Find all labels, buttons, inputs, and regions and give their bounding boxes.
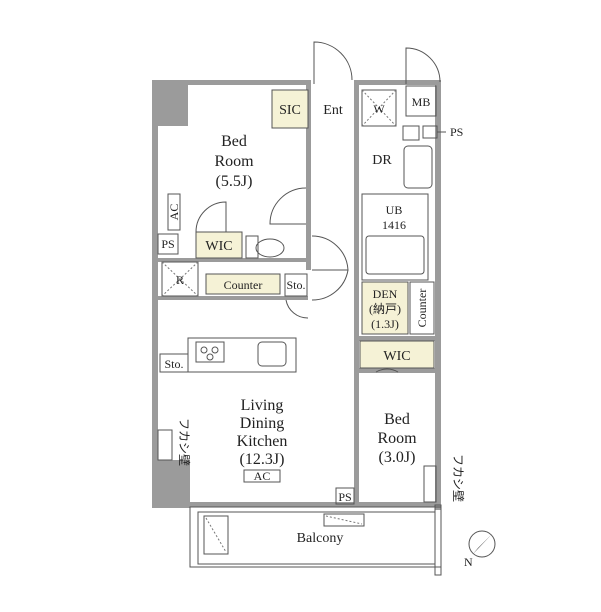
- wall-interior-2: [354, 80, 359, 506]
- wall-storage: [158, 258, 308, 262]
- bedroom1-door[interactable]: [269, 187, 307, 225]
- entrance-door[interactable]: [313, 41, 353, 84]
- den-box: [361, 281, 409, 335]
- bedroom2-size: (3.0J): [379, 449, 416, 466]
- ps-box-left: [157, 233, 179, 255]
- ps-label-bottom: PS: [338, 490, 351, 504]
- bedroom1-name2: Room: [214, 153, 254, 170]
- faucet: [402, 125, 420, 141]
- ldk-line2: Dining: [240, 415, 284, 432]
- north-label: N: [464, 555, 473, 569]
- refrigerator-label: R: [176, 273, 184, 287]
- wall-den-wic: [354, 336, 440, 341]
- kitchen-counter: [187, 337, 297, 373]
- sto-box-2: [159, 353, 189, 373]
- sic-box: [271, 89, 309, 129]
- ps-box-bottom: [335, 487, 355, 505]
- wall-counter: [158, 296, 308, 300]
- toilet-tank: [245, 235, 259, 259]
- fukashi-box-right: [423, 465, 437, 503]
- toilet-bowl: [255, 238, 285, 258]
- wic-left: [195, 231, 243, 259]
- bathtub: [365, 235, 425, 275]
- ac-box: [167, 193, 181, 231]
- sic-label: SIC: [279, 103, 301, 118]
- den-size: (1.3J): [371, 317, 399, 331]
- ps-box-top: [422, 125, 438, 139]
- refrigerator: [161, 261, 199, 297]
- wall-bottom: [190, 502, 441, 507]
- ac-box-ldk: [243, 469, 281, 483]
- sink-vanity: [403, 145, 433, 189]
- fukashi-box-left: [157, 429, 173, 461]
- balcony-label: Balcony: [297, 531, 344, 546]
- ub-size: 1416: [382, 218, 406, 232]
- outdoor-unit: [323, 513, 365, 527]
- bedroom2-name2: Room: [377, 430, 417, 447]
- stove: [195, 341, 225, 363]
- wic-left-door[interactable]: [195, 201, 227, 233]
- ldk-size: (12.3J): [240, 451, 285, 468]
- ub-name: UB: [386, 203, 403, 217]
- den-counter-label: Counter: [415, 289, 429, 328]
- dr-label: DR: [372, 153, 392, 168]
- wall-interior-1: [306, 80, 311, 270]
- wall-bottom-left: [152, 460, 190, 508]
- ldk-line3: Kitchen: [237, 433, 288, 450]
- unit-bath: [361, 193, 429, 281]
- kitchen-sink: [257, 341, 287, 367]
- wall-top-bedroom: [188, 80, 308, 85]
- mb-box: [405, 85, 437, 117]
- sto-label-2: Sto.: [164, 357, 183, 371]
- balcony-post: [434, 504, 442, 576]
- den-counter: [409, 281, 435, 335]
- counter-label: Counter: [224, 278, 263, 292]
- ac-label-1: AC: [167, 204, 181, 221]
- compass-circle: [468, 530, 496, 558]
- wall-left: [152, 80, 158, 508]
- wall-wic-bed2: [354, 368, 440, 373]
- wic-left-label: WIC: [205, 239, 232, 254]
- wic-right-label: WIC: [383, 349, 410, 364]
- bedroom2-name: Bed: [384, 411, 410, 428]
- counter-box: [205, 273, 281, 295]
- fukashi-right: フカシ壁: [451, 454, 466, 502]
- ldk-line1: Living: [241, 397, 284, 414]
- wic-right: [359, 340, 435, 369]
- ps-label-top: PS: [450, 125, 463, 139]
- hall-door-1[interactable]: [311, 235, 349, 271]
- ac-label-2: AC: [254, 469, 271, 483]
- bedroom1-name: Bed: [221, 133, 247, 150]
- washer-label: W: [373, 102, 385, 116]
- wall-right: [435, 80, 441, 510]
- den-sub: (納戸): [369, 302, 401, 316]
- bedroom1-size: (5.5J): [216, 173, 253, 190]
- washer-box: [361, 89, 397, 127]
- north-arrow-icon: [473, 534, 492, 554]
- hall-door-3[interactable]: [285, 299, 309, 319]
- den-name: DEN: [373, 287, 398, 301]
- hall-door-2[interactable]: [311, 269, 349, 301]
- fukashi-left: フカシ壁: [177, 418, 192, 466]
- sto-box-1: [284, 273, 308, 297]
- entrance-label: Ent: [323, 103, 343, 118]
- balcony-hatch: [203, 515, 229, 555]
- ps-label-left: PS: [161, 237, 174, 251]
- mb-door[interactable]: [405, 47, 441, 84]
- sto-label-1: Sto.: [286, 278, 305, 292]
- bedroom2-door[interactable]: [375, 368, 399, 373]
- wall-top-right: [354, 80, 440, 85]
- mb-label: MB: [412, 95, 431, 109]
